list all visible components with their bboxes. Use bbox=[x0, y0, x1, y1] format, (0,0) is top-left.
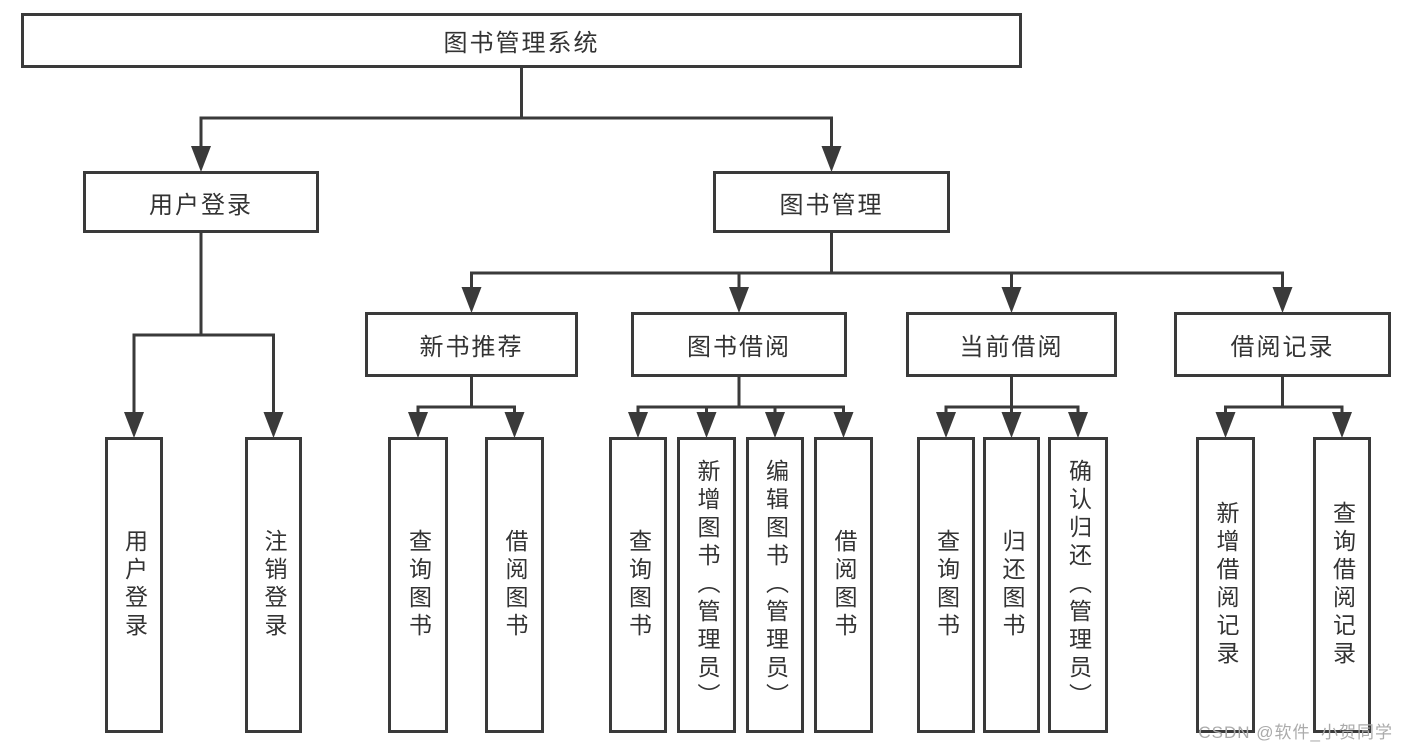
leaf-user-login: 用户登录 bbox=[105, 437, 163, 733]
node-current-borrow: 当前借阅 bbox=[906, 312, 1117, 377]
arrowhead-down-icon bbox=[1001, 412, 1022, 438]
node-label: 图书借阅 bbox=[687, 334, 791, 361]
connector-user-login-children bbox=[124, 231, 284, 438]
arrowhead-down-icon bbox=[1215, 412, 1236, 438]
node-label: 查询图书 bbox=[405, 529, 432, 641]
connector-book-mgmt-to-level3 bbox=[461, 231, 1293, 313]
arrowhead-down-icon bbox=[1068, 412, 1088, 438]
arrowhead-down-icon bbox=[191, 146, 211, 172]
leaf-query-books-current: 查询图书 bbox=[917, 437, 975, 733]
arrowhead-down-icon bbox=[936, 412, 956, 438]
leaf-borrow-books: 借阅图书 bbox=[814, 437, 873, 733]
node-label: 查询图书 bbox=[625, 529, 652, 641]
connector-root-to-level2 bbox=[191, 66, 842, 172]
connector-borrow-records-children bbox=[1215, 375, 1352, 438]
node-label: 新书推荐 bbox=[419, 334, 524, 361]
arrowhead-down-icon bbox=[1332, 412, 1352, 438]
leaf-query-borrow-record: 查询借阅记录 bbox=[1313, 437, 1371, 733]
node-borrow-records: 借阅记录 bbox=[1174, 312, 1391, 377]
leaf-confirm-return-admin: 确认归还（管理员） bbox=[1048, 437, 1108, 733]
node-book-borrow: 图书借阅 bbox=[631, 312, 847, 377]
node-label: 借阅图书 bbox=[831, 529, 857, 641]
arrowhead-down-icon bbox=[263, 412, 284, 438]
connector-borrow-children bbox=[628, 375, 854, 438]
node-label: 借阅记录 bbox=[1230, 334, 1335, 361]
node-label: 确认归还（管理员） bbox=[1065, 459, 1092, 711]
leaf-edit-books-admin: 编辑图书（管理员） bbox=[746, 437, 804, 733]
node-label: 归还图书 bbox=[999, 529, 1025, 641]
node-label: 查询借阅记录 bbox=[1329, 501, 1356, 669]
arrowhead-down-icon bbox=[628, 412, 648, 438]
arrowhead-down-icon bbox=[124, 412, 144, 438]
arrowhead-down-icon bbox=[696, 412, 717, 438]
arrowhead-down-icon bbox=[504, 412, 525, 438]
node-new-book-recommend: 新书推荐 bbox=[365, 312, 578, 377]
arrowhead-down-icon bbox=[461, 287, 482, 313]
node-label: 新增借阅记录 bbox=[1213, 501, 1239, 669]
node-label: 用户登录 bbox=[149, 191, 253, 219]
leaf-borrow-books-recommend: 借阅图书 bbox=[485, 437, 544, 733]
csdn-watermark: CSDN @软件_小贺同学 bbox=[1198, 723, 1393, 742]
node-system-root: 图书管理系统 bbox=[21, 13, 1022, 68]
node-label: 用户登录 bbox=[121, 529, 148, 641]
connector-current-borrow-children bbox=[936, 375, 1088, 438]
node-label: 编辑图书（管理员） bbox=[762, 459, 789, 711]
node-label: 当前借阅 bbox=[959, 334, 1064, 361]
leaf-query-books-recommend: 查询图书 bbox=[388, 437, 448, 733]
leaf-add-borrow-record: 新增借阅记录 bbox=[1196, 437, 1255, 733]
node-label: 图书管理系统 bbox=[443, 30, 600, 57]
leaf-query-books-borrow: 查询图书 bbox=[609, 437, 667, 733]
node-label: 图书管理 bbox=[779, 191, 884, 219]
arrowhead-down-icon bbox=[765, 412, 785, 438]
leaf-return-books: 归还图书 bbox=[983, 437, 1040, 733]
arrowhead-down-icon bbox=[1272, 287, 1293, 313]
arrowhead-down-icon bbox=[729, 287, 749, 313]
node-label: 新增图书（管理员） bbox=[694, 459, 720, 711]
node-user-login: 用户登录 bbox=[83, 171, 319, 233]
leaf-add-books-admin: 新增图书（管理员） bbox=[677, 437, 736, 733]
node-label: 注销登录 bbox=[261, 529, 287, 641]
node-label: 借阅图书 bbox=[502, 529, 528, 641]
arrowhead-down-icon bbox=[821, 146, 842, 172]
arrowhead-down-icon bbox=[408, 412, 428, 438]
arrowhead-down-icon bbox=[1001, 287, 1022, 313]
arrowhead-down-icon bbox=[833, 412, 854, 438]
leaf-logout: 注销登录 bbox=[245, 437, 302, 733]
node-book-management: 图书管理 bbox=[713, 171, 950, 233]
node-label: 查询图书 bbox=[933, 529, 960, 641]
connector-new-book-children bbox=[408, 375, 525, 438]
